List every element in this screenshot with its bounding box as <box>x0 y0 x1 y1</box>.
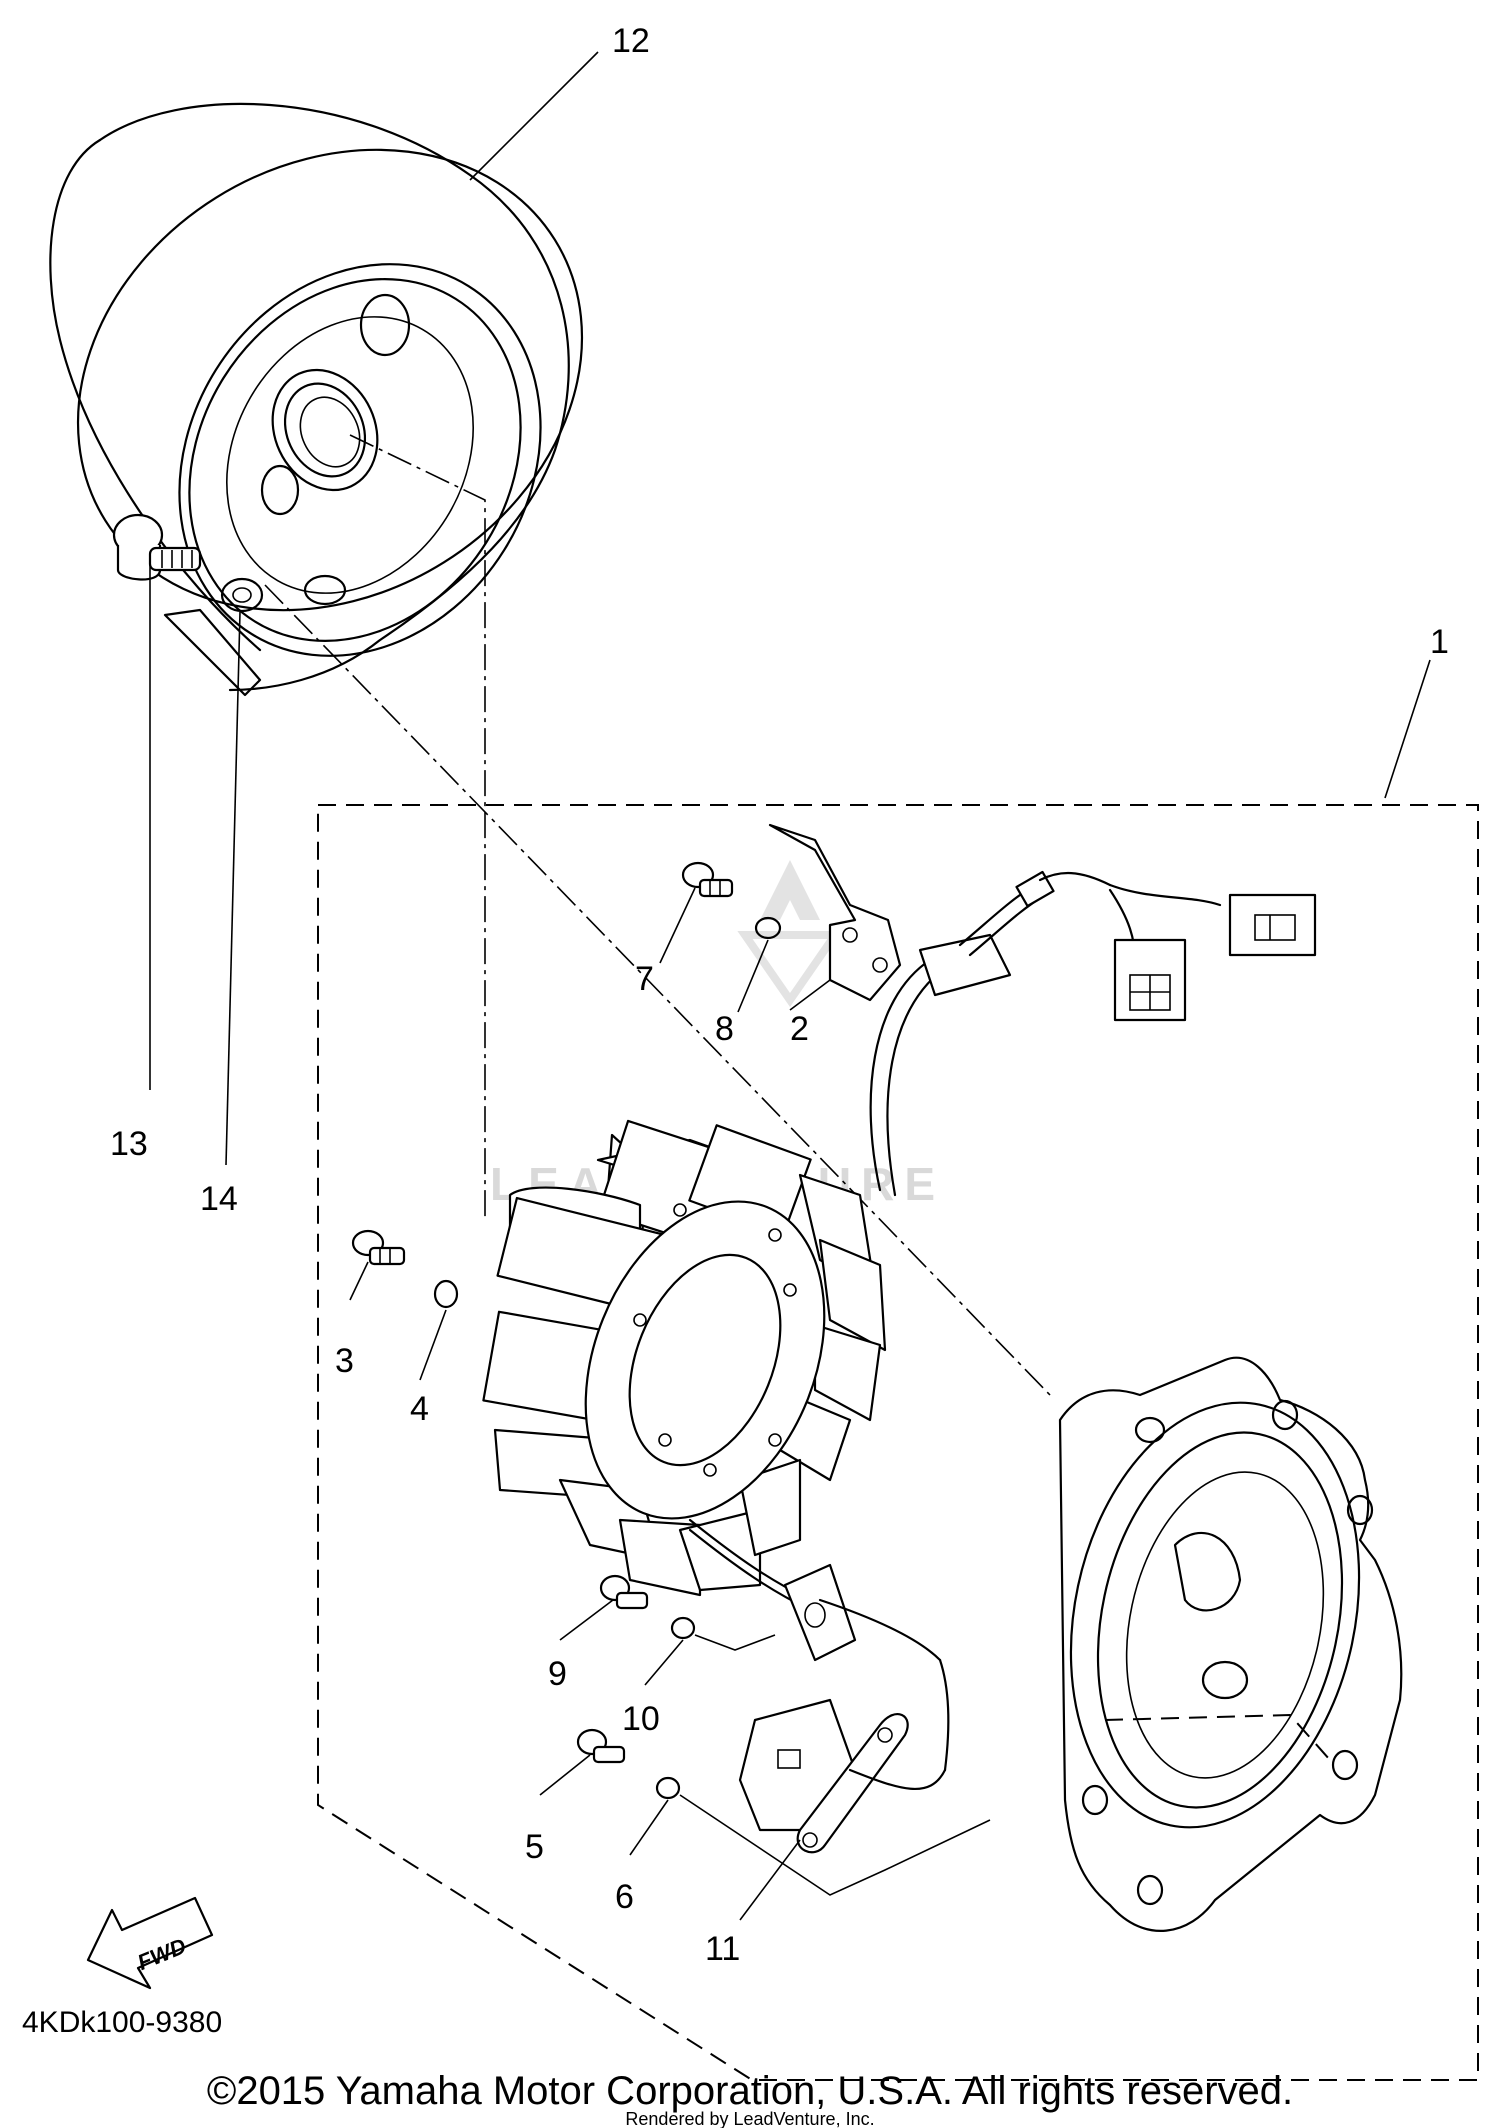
clamp-screw[interactable] <box>681 861 734 898</box>
callout-13: 13 <box>110 1125 148 1163</box>
clamp-washer[interactable] <box>754 916 782 940</box>
callout-leaders <box>149 51 1431 1921</box>
callout-10: 10 <box>622 1700 660 1738</box>
flywheel-washer[interactable] <box>220 577 264 613</box>
callout-11: 11 <box>705 1930 740 1968</box>
lead-grommet[interactable] <box>783 1563 942 1662</box>
copyright-notice: ©2015 Yamaha Motor Corporation, U.S.A. A… <box>207 2069 1293 2113</box>
callout-4: 4 <box>410 1390 429 1428</box>
callout-14: 14 <box>200 1180 238 1218</box>
wiring-harness[interactable] <box>869 870 1317 1197</box>
callout-7: 7 <box>635 960 654 998</box>
callout-1: 1 <box>1430 623 1449 661</box>
wire-clamp[interactable] <box>768 823 902 1002</box>
callout-5: 5 <box>525 1828 544 1866</box>
callout-2: 2 <box>790 1010 809 1048</box>
diagram-code: 4KDk100-9380 <box>22 2006 222 2039</box>
pickup-washer-lower[interactable] <box>655 1776 681 1800</box>
callout-9: 9 <box>548 1655 567 1693</box>
callout-3: 3 <box>335 1342 354 1380</box>
callout-6: 6 <box>615 1878 634 1916</box>
leader-line-10 <box>694 1634 776 1651</box>
rendered-by-credit: Rendered by LeadVenture, Inc. <box>625 2109 874 2128</box>
stator-coil[interactable] <box>482 1119 887 1612</box>
callout-8: 8 <box>715 1010 734 1048</box>
stator-washer[interactable] <box>433 1279 459 1309</box>
callout-12: 12 <box>612 22 650 60</box>
leader-line-6 <box>679 1794 991 1896</box>
generator-housing[interactable] <box>1033 1356 1403 1932</box>
pickup-washer-upper[interactable] <box>670 1616 696 1640</box>
stator-screw[interactable] <box>351 1229 406 1266</box>
pickup-coil[interactable] <box>738 1658 950 1854</box>
pickup-screw-lower[interactable] <box>576 1728 626 1764</box>
assembly-boundary <box>317 804 1479 2081</box>
flywheel-bolt[interactable] <box>112 513 202 581</box>
flywheel-rotor[interactable] <box>0 57 669 724</box>
flywheel-centerline <box>349 434 486 1220</box>
callout-labels: 12 1 2 7 8 13 14 3 4 9 10 5 6 11 <box>110 22 1449 1968</box>
stator-centerline <box>264 584 1051 1396</box>
pickup-screw-upper[interactable] <box>599 1574 649 1610</box>
fwd-arrow-icon: FWD <box>86 1896 214 1990</box>
